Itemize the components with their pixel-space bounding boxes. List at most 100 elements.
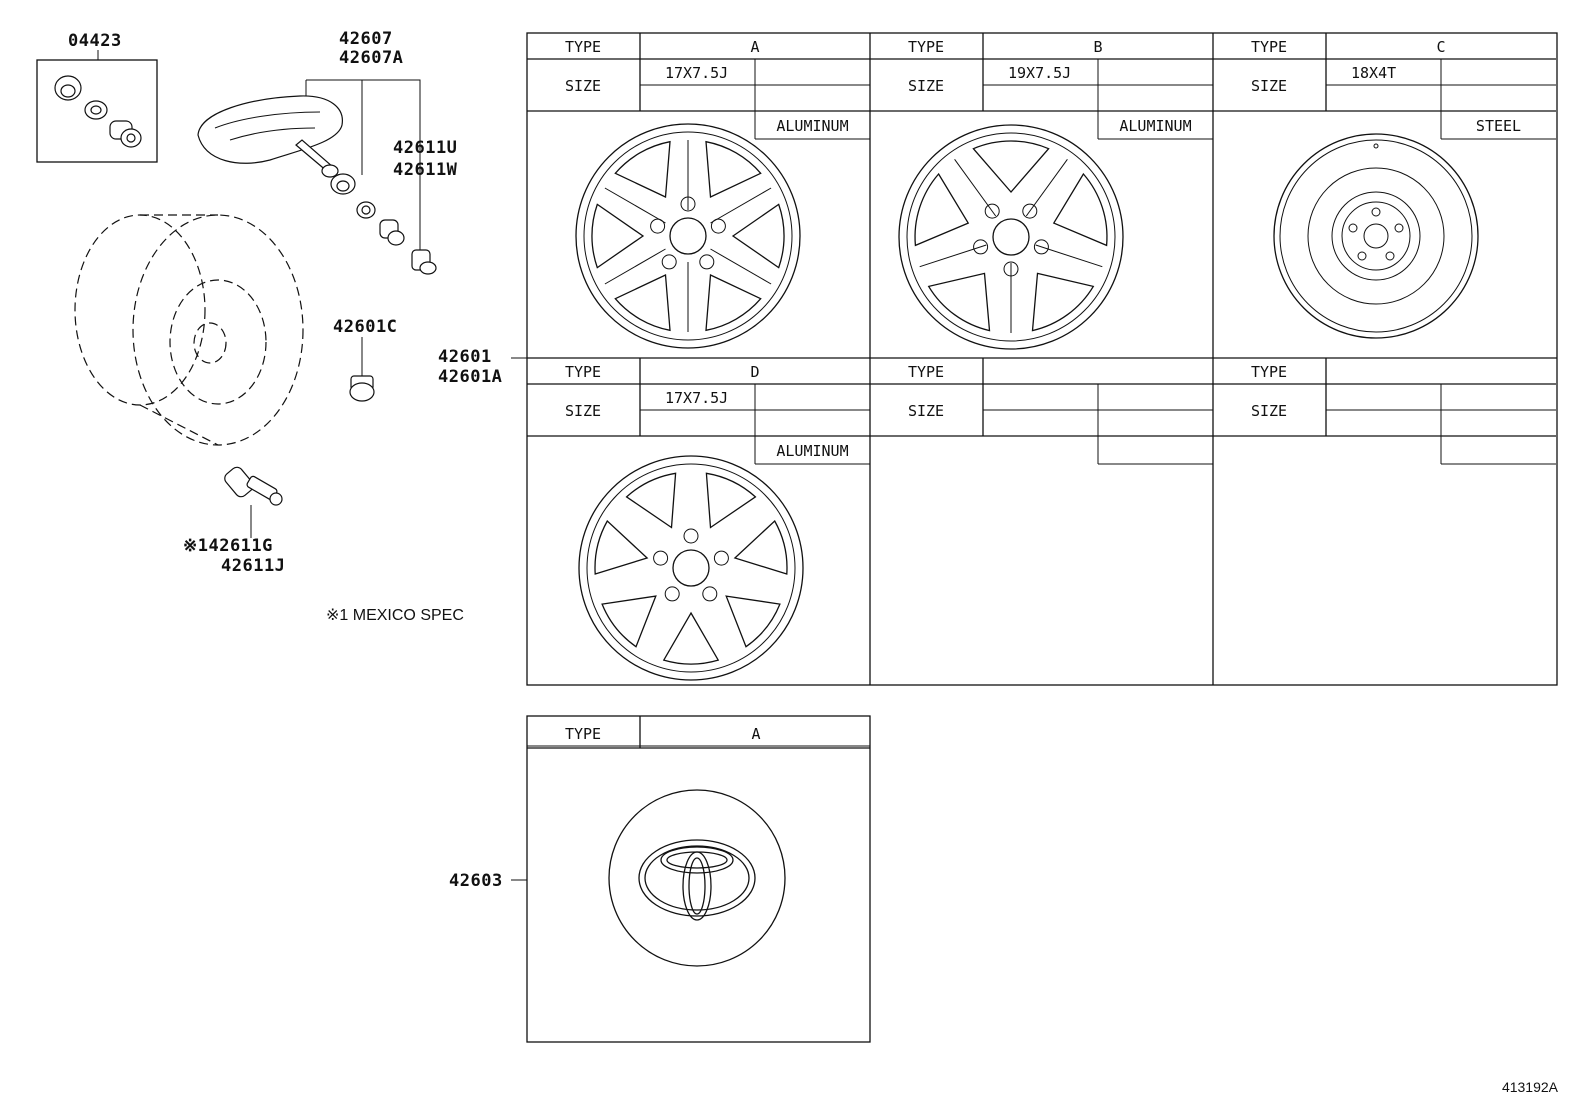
spoke-groove	[710, 248, 772, 285]
spoke-window	[625, 472, 677, 529]
type-label: TYPE	[565, 38, 601, 56]
wheel-type-value: C	[1436, 38, 1445, 56]
size-label: SIZE	[565, 402, 601, 420]
lug-hole	[710, 218, 726, 234]
spoke-window	[705, 472, 757, 529]
part-number-42601c: 42601C	[333, 317, 397, 337]
lug-hole	[653, 550, 669, 566]
lug-hole	[664, 586, 680, 602]
spoke-groove	[604, 187, 666, 224]
lug-hole	[1033, 239, 1049, 255]
wheel-rim	[575, 123, 801, 349]
part-number-42611g: ※142611G	[183, 536, 273, 556]
wheel-d-icon	[578, 455, 804, 681]
spoke-groove	[710, 187, 772, 224]
lug-hole	[683, 528, 699, 544]
spoke-window	[914, 172, 970, 247]
wheel-material-value: ALUMINUM	[1119, 117, 1191, 135]
part-number-42601: 42601	[438, 347, 492, 367]
spoke-groove	[1025, 159, 1068, 217]
spoke-window	[591, 203, 645, 269]
lug-hole	[973, 239, 989, 255]
wheel-material-value: ALUMINUM	[776, 442, 848, 460]
figure-reference: 413192A	[1502, 1079, 1559, 1095]
spoke-window	[731, 203, 785, 269]
wheel-hub	[992, 218, 1030, 256]
part-number-42603: 42603	[449, 871, 503, 891]
wheel-size-value: 19X7.5J	[1008, 64, 1071, 82]
type-label: TYPE	[1251, 38, 1287, 56]
wheel-type-value: A	[750, 38, 759, 56]
tire-valve-icon	[224, 466, 283, 506]
spoke-window	[614, 140, 671, 198]
part-number-04423: 04423	[68, 31, 122, 51]
part-number-42611u: 42611U	[393, 138, 457, 158]
spoke-window	[725, 595, 781, 648]
lug-hole	[1022, 203, 1038, 219]
size-label: SIZE	[1251, 77, 1287, 95]
wheel-size-value: 18X4T	[1351, 64, 1396, 82]
size-label: SIZE	[1251, 402, 1287, 420]
lug-hole	[984, 203, 1000, 219]
wheel-c-icon	[1273, 133, 1479, 339]
wheel-material-value: STEEL	[1476, 117, 1521, 135]
valve-cap-parts-icon	[330, 173, 437, 275]
wheel-rim	[578, 455, 804, 681]
spoke-window	[705, 140, 762, 198]
ornament-type-label: TYPE	[565, 725, 601, 743]
wheel-rim-inner	[906, 132, 1116, 342]
size-label: SIZE	[908, 77, 944, 95]
size-label: SIZE	[565, 77, 601, 95]
spoke-groove	[604, 248, 666, 285]
tpms-sensor-icon	[197, 95, 343, 178]
valve-kit-parts-icon	[54, 75, 142, 148]
part-number-42601a: 42601A	[438, 367, 502, 387]
lug-hole	[702, 586, 718, 602]
spoke-window	[927, 272, 991, 332]
spoke-window	[614, 274, 671, 332]
wheel-type-value: D	[750, 363, 759, 381]
leader-line	[306, 79, 421, 250]
lug-hole	[713, 550, 729, 566]
spoke-window	[972, 140, 1050, 193]
valve-kit-box	[36, 59, 158, 163]
wheel-type-table	[526, 32, 1558, 686]
mexico-spec-note: ※1 MEXICO SPEC	[326, 607, 464, 624]
ornament-table	[526, 715, 871, 1043]
spoke-groove	[919, 244, 987, 268]
spoke-window	[662, 611, 720, 665]
size-label: SIZE	[908, 402, 944, 420]
wheel-a-icon	[575, 123, 801, 349]
spoke-window	[705, 274, 762, 332]
toyota-emblem-icon	[608, 789, 786, 967]
type-label: TYPE	[908, 363, 944, 381]
wheel-rim-inner	[583, 131, 793, 341]
spoke-window	[601, 595, 657, 648]
wheel-b-icon	[898, 124, 1124, 350]
part-number-42607: 42607	[339, 29, 393, 49]
wheel-hub	[669, 217, 707, 255]
spoke-groove	[954, 159, 997, 217]
spoke-window	[1031, 272, 1095, 332]
wheel-size-value: 17X7.5J	[665, 389, 728, 407]
lug-hole	[699, 254, 715, 270]
type-label: TYPE	[1251, 363, 1287, 381]
wheel-nut-icon	[349, 375, 375, 402]
wheel-rim-inner	[586, 463, 796, 673]
lug-hole	[650, 218, 666, 234]
type-label: TYPE	[908, 38, 944, 56]
part-number-42611j: 42611J	[221, 556, 285, 576]
part-number-42611w: 42611W	[393, 160, 458, 180]
wheel-hub	[672, 549, 710, 587]
type-label: TYPE	[565, 363, 601, 381]
lug-hole	[661, 254, 677, 270]
wheel-type-value: B	[1093, 38, 1102, 56]
ornament-type-value: A	[751, 725, 760, 743]
spoke-groove	[1035, 244, 1103, 268]
part-number-42607a: 42607A	[339, 48, 403, 68]
spoke-window	[594, 519, 649, 575]
wheel-material-value: ALUMINUM	[776, 117, 848, 135]
spoke-window	[1052, 172, 1108, 247]
tire-icon	[74, 214, 304, 446]
